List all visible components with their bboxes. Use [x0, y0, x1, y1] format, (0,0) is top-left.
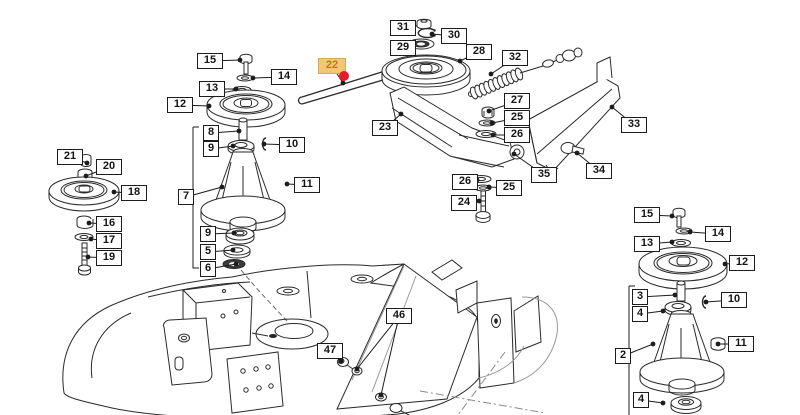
- leader-dot-13: [233, 86, 239, 92]
- leader-dot-15r: [669, 213, 675, 219]
- part-callout-3[interactable]: 3: [632, 289, 648, 305]
- part-callout-18[interactable]: 18: [121, 185, 147, 201]
- part-callout-26b[interactable]: 26: [452, 174, 478, 190]
- leader-dot-3: [672, 292, 678, 298]
- part-callout-12[interactable]: 12: [167, 97, 193, 113]
- mower-deck-drawing: [62, 259, 558, 415]
- part-callout-11[interactable]: 11: [294, 177, 320, 193]
- leader-dot-14: [250, 75, 256, 81]
- part-callout-7[interactable]: 7: [178, 189, 194, 205]
- leader-dot-20: [83, 173, 89, 179]
- leader-dot-34: [574, 150, 580, 156]
- part-callout-17[interactable]: 17: [96, 233, 122, 249]
- leader-dot-15: [237, 57, 243, 63]
- leader-dot-16: [86, 220, 92, 226]
- leader-dot-12r: [722, 261, 728, 267]
- part-callout-21[interactable]: 21: [57, 149, 83, 165]
- part-callout-2[interactable]: 2: [615, 348, 631, 364]
- part-callout-14[interactable]: 14: [271, 69, 297, 85]
- part-callout-26[interactable]: 26: [504, 127, 530, 143]
- part-callout-12r[interactable]: 12: [729, 255, 755, 271]
- leader-dot-46: [378, 392, 384, 398]
- part-callout-15r[interactable]: 15: [634, 207, 660, 223]
- part-callout-6[interactable]: 6: [200, 261, 216, 277]
- leader-dot-5: [230, 247, 236, 253]
- leader-dot-13r: [669, 239, 675, 245]
- leader-dot-24: [476, 198, 482, 204]
- part-callout-47[interactable]: 47: [317, 343, 343, 359]
- part-callout-19[interactable]: 19: [96, 250, 122, 266]
- leader-dot-26: [490, 132, 496, 138]
- leader-dot-8: [236, 128, 242, 134]
- part-callout-22[interactable]: 22: [318, 58, 346, 74]
- leader-dot-4: [660, 308, 666, 314]
- part-callout-8[interactable]: 8: [203, 125, 219, 141]
- part-callout-10[interactable]: 10: [279, 137, 305, 153]
- part-callout-15[interactable]: 15: [197, 53, 223, 69]
- part-callout-24[interactable]: 24: [451, 195, 477, 211]
- leader-dot-6: [233, 261, 239, 267]
- part-callout-11r[interactable]: 11: [728, 336, 754, 352]
- leader-dot-33: [609, 104, 615, 110]
- part-callout-29[interactable]: 29: [390, 40, 416, 56]
- leader-dot-28: [457, 58, 463, 64]
- leader-line-46: [356, 315, 400, 370]
- part-callout-25b[interactable]: 25: [496, 180, 522, 196]
- part-callout-25[interactable]: 25: [504, 110, 530, 126]
- leader-dot-22: [340, 80, 346, 86]
- part-callout-35[interactable]: 35: [531, 167, 557, 183]
- part-callout-31[interactable]: 31: [390, 20, 416, 36]
- part-callout-20[interactable]: 20: [96, 159, 122, 175]
- leader-dot-19: [85, 254, 91, 260]
- leader-dot-46: [354, 366, 360, 372]
- leader-dot-10: [261, 141, 267, 147]
- part-callout-32[interactable]: 32: [502, 50, 528, 66]
- leader-dot-32: [488, 71, 494, 77]
- leader-dot-12: [206, 103, 212, 109]
- part-callout-16[interactable]: 16: [96, 216, 122, 232]
- leader-dot-2: [650, 341, 656, 347]
- leader-dot-23: [398, 111, 404, 117]
- part-callout-4b[interactable]: 4: [633, 392, 649, 408]
- part-callout-13r[interactable]: 13: [634, 236, 660, 252]
- leader-dot-9: [230, 143, 236, 149]
- leader-dot-11: [284, 181, 290, 187]
- leader-dot-17: [88, 236, 94, 242]
- part-callout-46[interactable]: 46: [386, 308, 412, 324]
- part-callout-4[interactable]: 4: [632, 306, 648, 322]
- leader-dot-11r: [715, 341, 721, 347]
- leader-line-46: [380, 315, 400, 396]
- leader-dot-10r: [703, 299, 709, 305]
- part-callout-5[interactable]: 5: [200, 244, 216, 260]
- part-callout-10r[interactable]: 10: [721, 292, 747, 308]
- leader-dot-27: [486, 108, 492, 114]
- part-callout-13[interactable]: 13: [199, 81, 225, 97]
- leader-dot-25b: [486, 184, 492, 190]
- leader-dot-21: [84, 160, 90, 166]
- leader-dot-18: [111, 189, 117, 195]
- leader-dot-30: [429, 31, 435, 37]
- leader-dot-47: [338, 358, 344, 364]
- part-callout-27[interactable]: 27: [504, 93, 530, 109]
- center-spindle-assembly-drawing: [200, 53, 288, 322]
- part-callout-14r[interactable]: 14: [705, 226, 731, 242]
- leader-dot-9b: [231, 230, 237, 236]
- right-spindle-assembly-drawing: [638, 207, 728, 414]
- part-callout-34[interactable]: 34: [586, 163, 612, 179]
- leader-dot-7: [219, 184, 225, 190]
- part-callout-28[interactable]: 28: [466, 44, 492, 60]
- leader-dot-4b: [660, 400, 666, 406]
- leader-dot-25: [489, 120, 495, 126]
- leader-dot-35: [511, 151, 517, 157]
- leader-dot-14r: [687, 229, 693, 235]
- part-callout-30[interactable]: 30: [441, 28, 467, 44]
- part-callout-9b[interactable]: 9: [200, 226, 216, 242]
- part-callout-23[interactable]: 23: [372, 120, 398, 136]
- part-callout-9[interactable]: 9: [203, 141, 219, 157]
- part-callout-33[interactable]: 33: [621, 117, 647, 133]
